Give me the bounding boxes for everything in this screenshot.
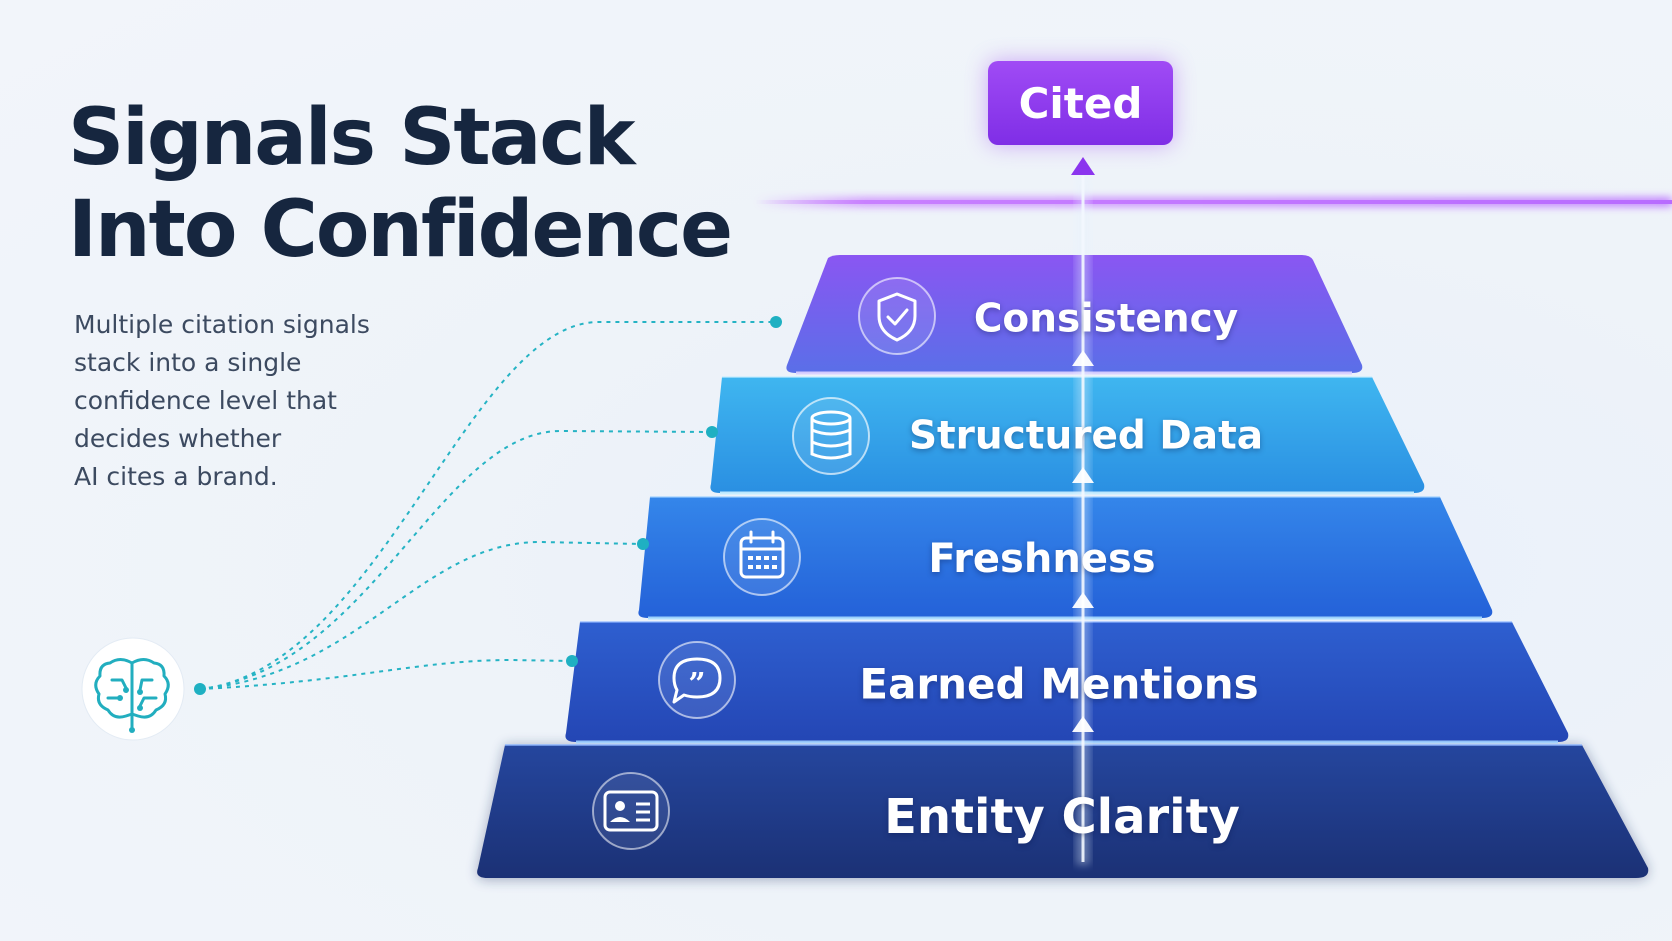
svg-text:”: ”: [688, 667, 705, 702]
endpoint-consistency: [770, 316, 782, 328]
description: Multiple citation signals stack into a s…: [74, 306, 370, 496]
signal-connectors: [199, 320, 775, 690]
shield-check-icon: [858, 277, 936, 355]
step-label-earned-mentions: Earned Mentions: [859, 659, 1259, 709]
quote-bubble-icon: ”: [658, 641, 736, 719]
connector-structured-data: [199, 429, 713, 690]
connector-earned-mentions: [199, 658, 573, 690]
tier-structured-data: [710, 376, 1425, 495]
headline-line-2: Into Confidence: [68, 185, 733, 275]
cited-arrow: [1071, 157, 1095, 175]
beam-arrow-1: [1072, 716, 1094, 732]
id-card-icon: [592, 772, 670, 850]
connector-endpoints: [194, 316, 782, 695]
step-label-structured-data: Structured Data: [908, 413, 1264, 459]
cited-badge: Cited: [988, 61, 1173, 145]
beam-arrow-4: [1072, 350, 1094, 366]
endpoint-freshness: [637, 538, 649, 550]
tier-freshness: [638, 496, 1493, 620]
description-line-3: confidence level that: [74, 386, 337, 415]
tier-consistency: [786, 255, 1363, 375]
threshold-line: [755, 200, 1672, 204]
endpoint-earned-mentions: [566, 655, 578, 667]
connector-freshness: [199, 540, 643, 690]
step-label-entity-clarity: Entity Clarity: [884, 789, 1240, 845]
headline-line-1: Signals Stack: [68, 93, 635, 183]
step-label-consistency: Consistency: [973, 296, 1239, 342]
tier-earned-mentions: [565, 621, 1569, 744]
endpoint-source: [194, 683, 206, 695]
description-line-2: stack into a single: [74, 348, 302, 377]
description-line-1: Multiple citation signals: [74, 310, 370, 339]
beam-arrow-3: [1072, 467, 1094, 483]
description-line-4: decides whether: [74, 424, 282, 453]
beam-arrow-2: [1072, 592, 1094, 608]
database-icon: [792, 397, 870, 475]
calendar-icon: [723, 518, 801, 596]
beam-arrows: [1072, 350, 1094, 732]
brain-circuit-icon: [81, 637, 185, 741]
description-line-5: AI cites a brand.: [74, 462, 278, 491]
headline: Signals Stack Into Confidence: [68, 92, 733, 276]
step-label-freshness: Freshness: [928, 536, 1156, 582]
endpoint-structured-data: [706, 426, 718, 438]
tier-entity-clarity: [477, 744, 1649, 880]
